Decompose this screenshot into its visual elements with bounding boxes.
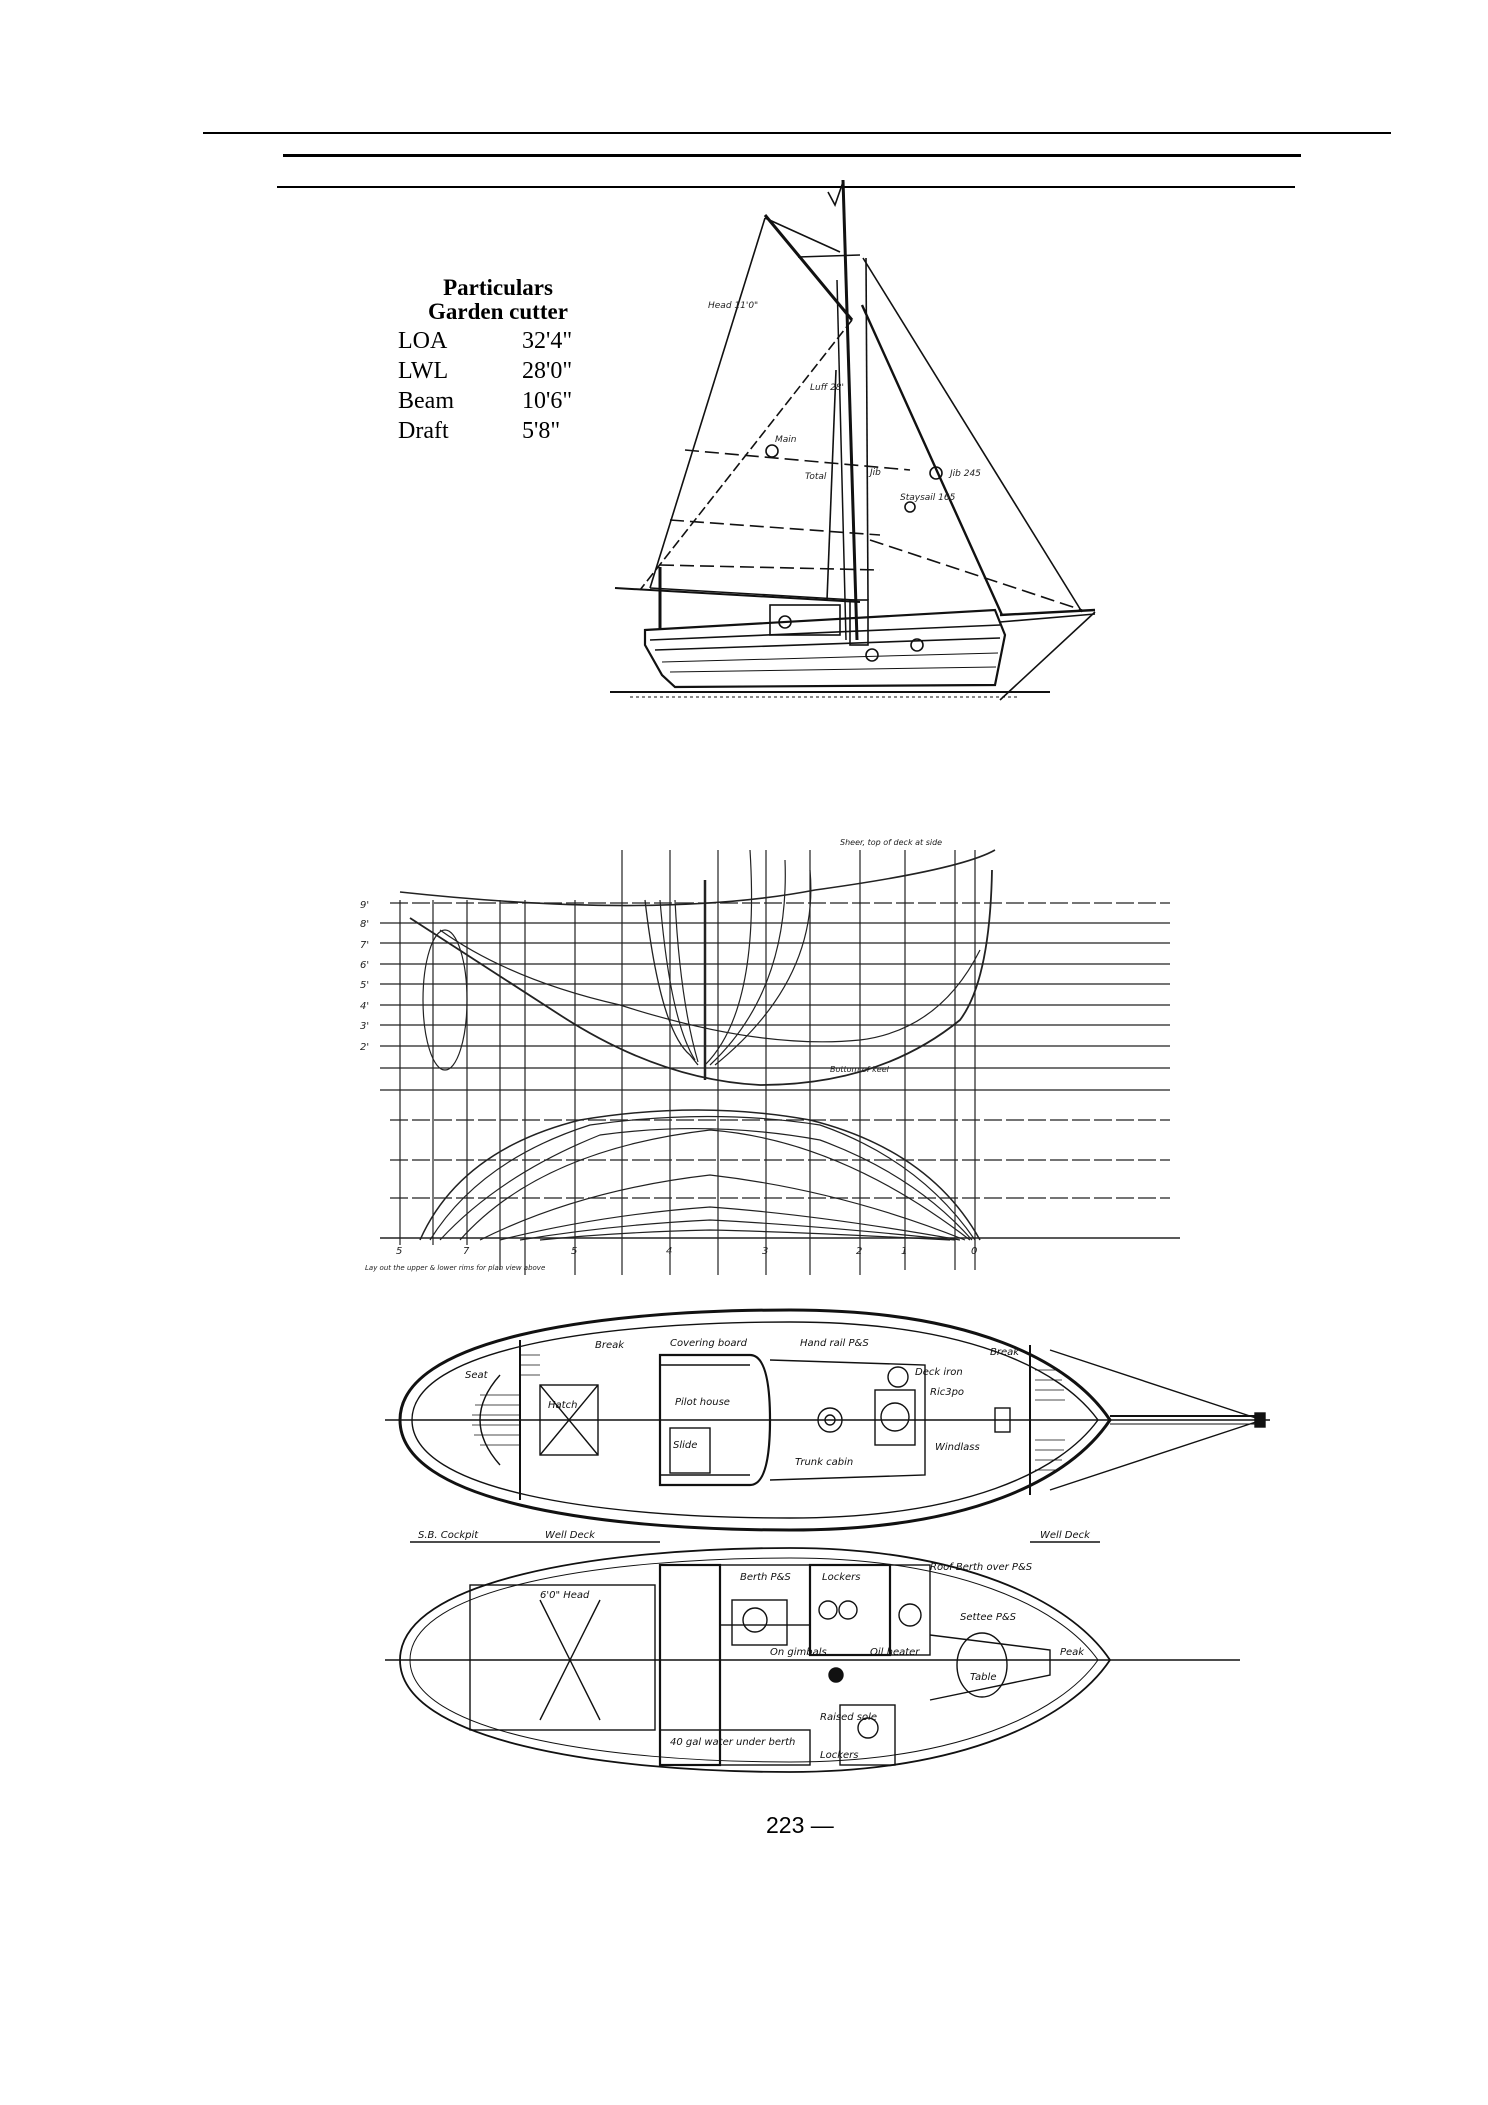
page-number: 223 — xyxy=(766,1812,834,1838)
accom-label: 6'0" Head xyxy=(540,1590,590,1601)
deck-label: Pilot house xyxy=(675,1397,730,1408)
particulars-box: Particulars Garden cutter LOA 32'4" LWL … xyxy=(398,276,658,446)
station-label: 1 xyxy=(901,1246,907,1257)
deck-label: Ric3po xyxy=(930,1387,964,1398)
accom-label: On gimbals xyxy=(770,1647,827,1658)
particulars-value: 10'6" xyxy=(522,388,573,414)
deck-label: Covering board xyxy=(670,1338,748,1349)
sail-label: Main xyxy=(775,435,797,445)
station-label: 5 xyxy=(396,1246,402,1257)
particulars-row: LOA 32'4" xyxy=(398,326,572,356)
station-label: 0 xyxy=(971,1246,977,1257)
particulars-label: LOA xyxy=(398,328,448,354)
particulars-row: LWL 28'0" xyxy=(398,356,572,386)
accom-label: Settee P&S xyxy=(960,1612,1017,1623)
waterline-label: 6' xyxy=(360,960,369,971)
deck-label: Hand rail P&S xyxy=(800,1338,869,1349)
thick-rule xyxy=(283,154,1301,157)
deck-and-accommodation-plans: Seat Hatch Break Covering board Pilot ho… xyxy=(385,1308,1270,1773)
waterline-label: 9' xyxy=(360,900,369,911)
top-rule xyxy=(203,132,1391,134)
station-label: 3 xyxy=(762,1246,768,1257)
lines-plan-drawing: 9' 8' 7' 6' 5' 4' 3' 2' 5 7 5 4 3 2 1 0 … xyxy=(360,838,1180,1275)
lines-note: Bottom of keel xyxy=(830,1065,890,1074)
deck-label: Slide xyxy=(673,1440,697,1451)
waterline-label: 4' xyxy=(360,1001,369,1012)
accom-label: Table xyxy=(970,1672,996,1683)
particulars-value: 5'8" xyxy=(522,418,561,444)
deck-label: Windlass xyxy=(935,1442,980,1453)
station-label: 7 xyxy=(463,1246,470,1257)
waterline-label: 3' xyxy=(360,1021,369,1032)
thin-rule xyxy=(277,186,1295,188)
deck-label: Seat xyxy=(465,1370,489,1381)
sail-label: Head 11'0" xyxy=(708,301,758,311)
waterline-label: 2' xyxy=(360,1042,369,1053)
deck-label: Well Deck xyxy=(545,1530,596,1541)
accom-label: Roof Berth over P&S xyxy=(930,1562,1033,1573)
particulars-label: Draft xyxy=(398,418,449,444)
sail-label: Luff 28' xyxy=(810,383,844,393)
waterline-label: 7' xyxy=(360,940,369,951)
sail-label: Jib 245 xyxy=(948,469,981,479)
accom-label: Raised sole xyxy=(820,1712,877,1723)
particulars-subtitle: Garden cutter xyxy=(428,299,568,324)
accom-label: Lockers xyxy=(820,1750,858,1761)
deck-label: Break xyxy=(595,1340,625,1351)
station-label: 2 xyxy=(856,1246,862,1257)
particulars-row: Beam 10'6" xyxy=(398,386,572,416)
station-label: 5 xyxy=(571,1246,577,1257)
accom-label: Peak xyxy=(1060,1647,1085,1658)
accom-label: Berth P&S xyxy=(740,1572,791,1583)
particulars-value: 32'4" xyxy=(522,328,573,354)
particulars-row: Draft 5'8" xyxy=(398,416,572,446)
accom-label: Lockers xyxy=(822,1572,860,1583)
sail-plan-drawing: Head 11'0" Luff 28' Total Jib Main Jib 2… xyxy=(610,179,1096,701)
sail-label: Total xyxy=(805,472,827,482)
particulars-label: LWL xyxy=(398,358,449,384)
sail-label: Jib xyxy=(868,468,881,478)
particulars-value: 28'0" xyxy=(522,358,573,384)
deck-label: Well Deck xyxy=(1040,1530,1091,1541)
particulars-label: Beam xyxy=(398,388,454,414)
accom-label: 40 gal water under berth xyxy=(670,1737,795,1748)
deck-label: Trunk cabin xyxy=(795,1457,853,1468)
particulars-table: LOA 32'4" LWL 28'0" Beam 10'6" Draft 5'8… xyxy=(398,326,572,446)
deck-label: Hatch xyxy=(548,1400,577,1411)
station-label: 4 xyxy=(666,1246,672,1257)
lines-note: Sheer, top of deck at side xyxy=(840,838,942,847)
particulars-title: Particulars xyxy=(443,275,553,300)
accom-label: Oil heater xyxy=(870,1647,920,1658)
deck-label: Break xyxy=(990,1347,1020,1358)
deck-label: Deck iron xyxy=(915,1367,963,1378)
lines-note: Lay out the upper & lower rims for plan … xyxy=(365,1264,545,1272)
deck-label: S.B. Cockpit xyxy=(418,1530,479,1541)
sail-label: Staysail 165 xyxy=(900,493,956,503)
waterline-label: 8' xyxy=(360,919,369,930)
waterline-label: 5' xyxy=(360,980,369,991)
